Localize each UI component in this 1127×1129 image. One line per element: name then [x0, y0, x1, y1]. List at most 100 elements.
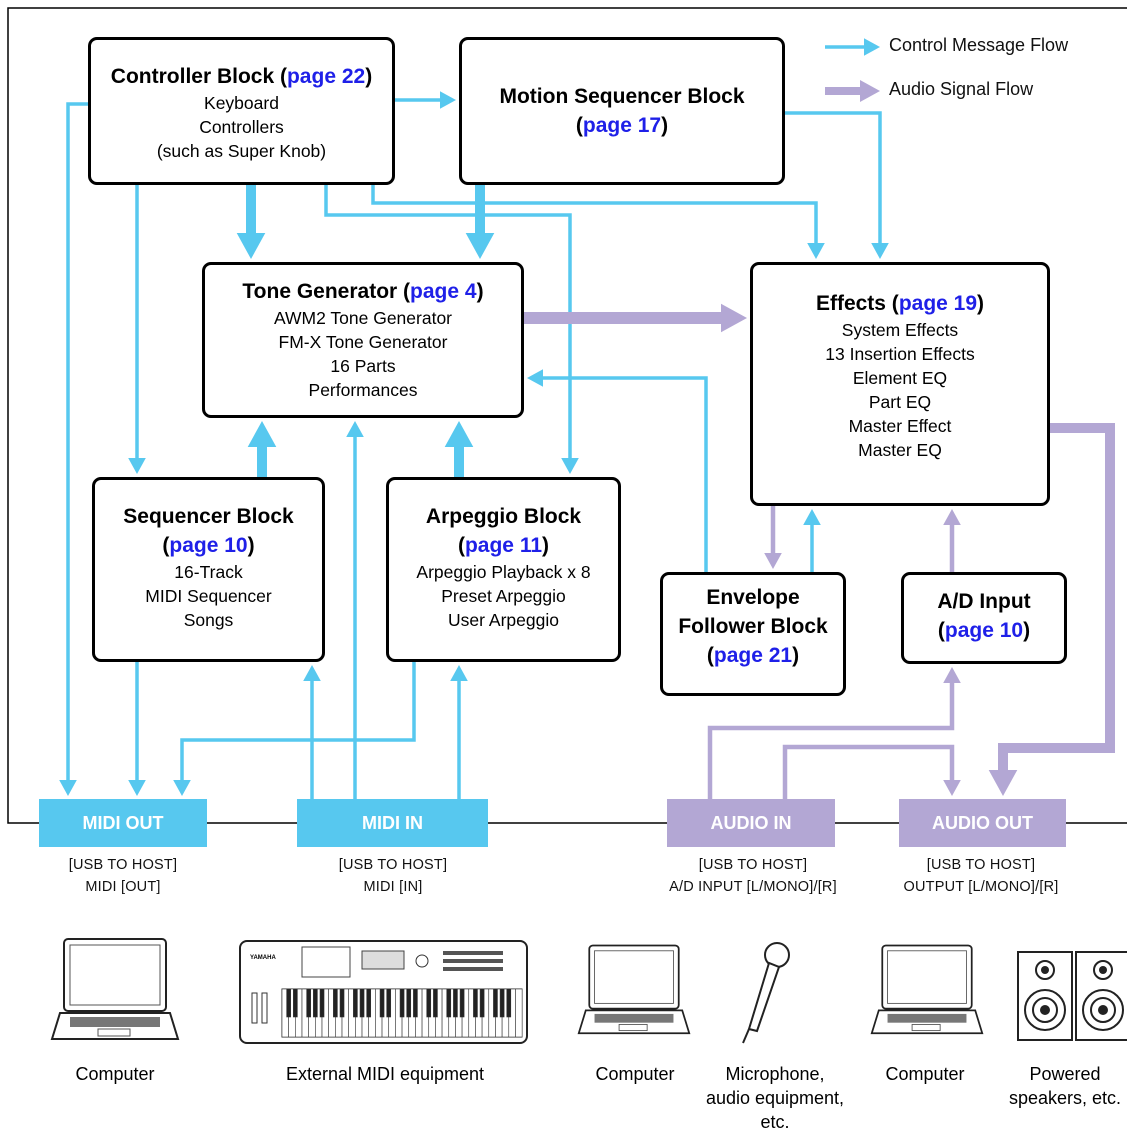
arpeggio-line: Arpeggio Playback x 8 [416, 562, 591, 582]
black-key [493, 988, 498, 1018]
black-key [413, 988, 418, 1018]
effects-title-text: Effects ( [815, 292, 899, 315]
tone-generator-line: 16 Parts [330, 356, 396, 376]
black-key [293, 988, 298, 1018]
effects-line: Master EQ [858, 440, 942, 460]
envelope-follower-title-1: Envelope [706, 586, 800, 609]
midi-in-caption-line-1: [USB TO HOST] [338, 857, 448, 873]
tone-generator-page-link[interactable]: page 4 [410, 280, 477, 303]
effects-to-audio-out-arrow-head [988, 770, 1018, 796]
tone-generator-line: FM-X Tone Generator [278, 332, 448, 352]
tone-generator-line: AWM2 Tone Generator [274, 308, 452, 328]
controller-block-title-close: ) [365, 65, 373, 88]
controller-to-midi-out-arrow-head [59, 780, 77, 796]
tone-to-effects-arrow-head [721, 303, 747, 333]
black-key [473, 988, 478, 1018]
ad-input-page-link[interactable]: page 10 [944, 619, 1024, 642]
motion-sequencer-block-title: Motion Sequencer Block [499, 85, 745, 108]
black-key [386, 988, 392, 1018]
black-key [313, 988, 318, 1018]
legend-audio-arrow-head [860, 80, 880, 102]
black-key [459, 988, 465, 1018]
tone-generator-title-close: ) [476, 280, 484, 303]
audio-in-port: AUDIO IN [667, 799, 835, 847]
tone-generator-block: Tone Generator (page 4) AWM2 Tone Genera… [202, 262, 524, 418]
envelope-follower-page-line: (page 21) [663, 641, 843, 670]
controller-to-tone-arrow-head [236, 233, 266, 259]
microphone-label: Microphone, audio equipment, etc. [685, 1062, 865, 1129]
controller-block-page-link[interactable]: page 22 [286, 65, 366, 88]
arpeggio-page-link[interactable]: page 11 [464, 534, 543, 557]
arpeggio-to-midi-out-arrow [180, 662, 416, 784]
envelope-to-tone-arrow [539, 376, 708, 572]
audio-in-caption: [USB TO HOST] A/D INPUT [L/MONO]/[R] [640, 854, 866, 898]
arpeggio-close: ) [542, 534, 550, 557]
arpeggio-to-tone-arrow-head [444, 421, 474, 447]
effects-line: Element EQ [852, 368, 948, 388]
arpeggio-block: Arpeggio Block (page 11) Arpeggio Playba… [386, 477, 621, 662]
speakers-label: Powered speakers, etc. [985, 1062, 1127, 1110]
tone-generator-title-text: Tone Generator ( [242, 280, 411, 303]
black-key [399, 988, 405, 1018]
keyboard-logo: YAMAHA [250, 955, 276, 961]
speaker-pair-icon [1017, 951, 1127, 1041]
sequencer-page-link[interactable]: page 10 [169, 534, 248, 557]
tone-generator-line: Performances [308, 380, 418, 400]
midi-in-caption: [USB TO HOST] MIDI [IN] [300, 854, 486, 898]
envelope-follower-title-2: Follower Block [678, 615, 828, 638]
ad-input-title: A/D Input [937, 590, 1031, 613]
effects-block: Effects (page 19) System Effects 13 Inse… [750, 262, 1050, 506]
ad-input-to-effects-arrow-head [943, 509, 961, 525]
microphone-label-line: Microphone, [725, 1064, 825, 1084]
effects-title-close: ) [977, 292, 985, 315]
midi-out-caption-line-1: [USB TO HOST] [68, 857, 178, 873]
black-key [306, 988, 311, 1018]
sequencer-close: ) [247, 534, 255, 557]
controller-to-arpeggio-arrow-head [561, 458, 579, 474]
motion-sequencer-open: ( [575, 114, 583, 137]
sequencer-to-midi-out-arrow-head [128, 780, 146, 796]
effects-line: Master Effect [848, 416, 952, 436]
computer-1-label: Computer [75, 1064, 155, 1084]
effects-to-envelope-arrow-head [764, 553, 782, 569]
external-midi-label: External MIDI equipment [285, 1064, 485, 1084]
audio-in-caption-line-2: A/D INPUT [L/MONO]/[R] [669, 879, 837, 895]
black-key [426, 988, 432, 1018]
microphone-label-line: audio equipment, [705, 1088, 845, 1108]
midi-in-to-arpeggio-arrow-head [450, 665, 468, 681]
black-key [406, 988, 412, 1018]
arpeggio-to-midi-out-arrow-head [173, 780, 191, 796]
black-key [446, 988, 452, 1018]
controller-to-effects-arrow [371, 185, 818, 247]
arpeggio-block-page-line: (page 11) [389, 531, 618, 560]
motion-sequencer-page-link[interactable]: page 17 [582, 114, 662, 137]
effects-page-link[interactable]: page 19 [898, 292, 978, 315]
effects-to-audio-out-arrow [998, 423, 1115, 776]
midi-in-to-tone-arrow-head [346, 421, 364, 437]
black-key [379, 988, 385, 1018]
black-key [433, 988, 438, 1018]
motion-sequencer-close: ) [661, 114, 669, 137]
envelope-follower-page-link[interactable]: page 21 [713, 644, 793, 667]
controller-to-midi-out-arrow [66, 102, 88, 784]
laptop-icon [870, 944, 984, 1035]
audio-in-to-audio-out-arrow [782, 744, 955, 799]
sequencer-to-tone-arrow-head [247, 421, 277, 447]
synthesizer-keyboard-icon: YAMAHA [239, 940, 528, 1044]
ad-input-block: A/D Input (page 10) [901, 572, 1067, 664]
sequencer-line: Songs [183, 610, 234, 630]
diagram-frame [7, 7, 1127, 824]
audio-in-to-ad-input-arrow [707, 679, 955, 799]
midi-in-to-sequencer-arrow-head [303, 665, 321, 681]
black-key [506, 988, 512, 1018]
sequencer-line: 16-Track [174, 562, 243, 582]
white-key [515, 988, 523, 1038]
black-key [333, 988, 338, 1018]
computer-2-label: Computer [595, 1064, 675, 1084]
audio-out-port: AUDIO OUT [899, 799, 1066, 847]
midi-in-caption-line-2: MIDI [IN] [363, 879, 423, 895]
envelope-close: ) [792, 644, 800, 667]
envelope-open: ( [706, 644, 714, 667]
